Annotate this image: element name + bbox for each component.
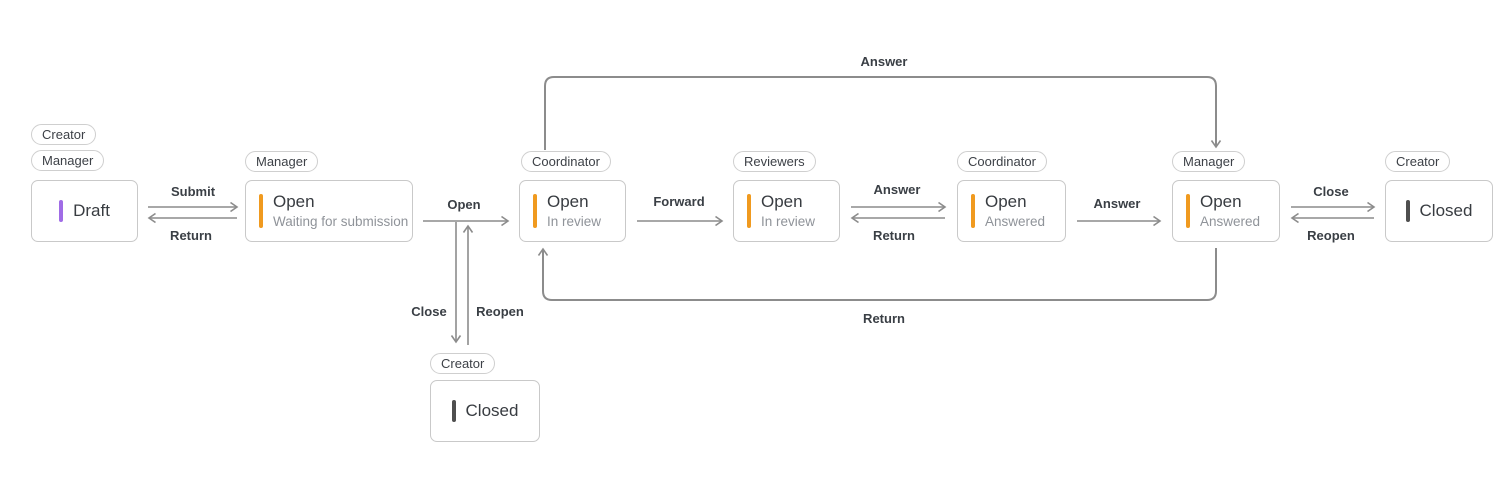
role-badge-coordinator: Coordinator <box>957 151 1047 172</box>
state-title: Open <box>547 192 589 211</box>
role-badge-reviewers: Reviewers <box>733 151 816 172</box>
state-color-bar <box>59 200 64 222</box>
state-color-bar <box>971 194 975 228</box>
state-open-answered-coordinator[interactable]: Open Answered <box>957 180 1066 242</box>
state-color-bar <box>451 400 456 422</box>
edge-label-reopen-from-creator: Reopen <box>476 304 524 319</box>
state-open-waiting-for-submission[interactable]: Open Waiting for submission <box>245 180 413 242</box>
state-color-bar <box>259 194 263 228</box>
edge-label-return-to-reviewers: Return <box>873 228 915 243</box>
edge-label-return-direct: Return <box>863 311 905 326</box>
state-title: Open <box>761 192 803 211</box>
edge-label-answer-direct: Answer <box>860 54 908 69</box>
state-title: Draft <box>73 201 110 220</box>
state-color-bar <box>533 194 537 228</box>
state-open-in-review-reviewers[interactable]: Open In review <box>733 180 840 242</box>
state-subtitle: Answered <box>1200 214 1261 229</box>
state-color-bar <box>747 194 751 228</box>
state-title: Open <box>985 192 1027 211</box>
role-badge-creator: Creator <box>1385 151 1451 172</box>
state-open-answered-manager[interactable]: Open Answered <box>1172 180 1280 242</box>
edge-return-direct <box>537 247 1217 301</box>
state-subtitle: Waiting for submission <box>273 214 409 229</box>
state-title: Open <box>1200 192 1242 211</box>
edge-label-open: Open <box>447 197 481 212</box>
state-title: Closed <box>465 401 519 420</box>
edge-label-forward: Forward <box>653 194 705 209</box>
edge-answer-direct <box>544 76 1222 150</box>
state-subtitle: In review <box>761 214 816 229</box>
state-color-bar <box>1186 194 1190 228</box>
state-draft[interactable]: Draft <box>31 180 138 242</box>
edge-label-close: Close <box>1313 184 1349 199</box>
role-badge-manager: Manager <box>31 150 105 171</box>
edge-label-answer-to-manager: Answer <box>1093 196 1141 211</box>
role-badge-coordinator: Coordinator <box>521 151 611 172</box>
state-closed-bottom[interactable]: Closed <box>430 380 540 442</box>
state-title: Closed <box>1419 201 1473 220</box>
role-badge-manager: Manager <box>245 151 319 172</box>
state-open-in-review-coordinator[interactable]: Open In review <box>519 180 626 242</box>
state-subtitle: Answered <box>985 214 1046 229</box>
state-closed[interactable]: Closed <box>1385 180 1493 242</box>
state-color-bar <box>1405 200 1410 222</box>
edge-label-submit: Submit <box>170 184 216 199</box>
edge-label-return-to-draft: Return <box>170 228 212 243</box>
role-badge-manager: Manager <box>1172 151 1246 172</box>
edge-label-reopen: Reopen <box>1307 228 1355 243</box>
state-title: Open <box>273 192 315 211</box>
edge-label-answer-from-reviewers: Answer <box>873 182 921 197</box>
state-subtitle: In review <box>547 214 602 229</box>
role-badge-creator: Creator <box>430 353 496 374</box>
role-badge-creator: Creator <box>31 124 97 145</box>
edge-label-close-to-creator: Close <box>411 304 447 319</box>
